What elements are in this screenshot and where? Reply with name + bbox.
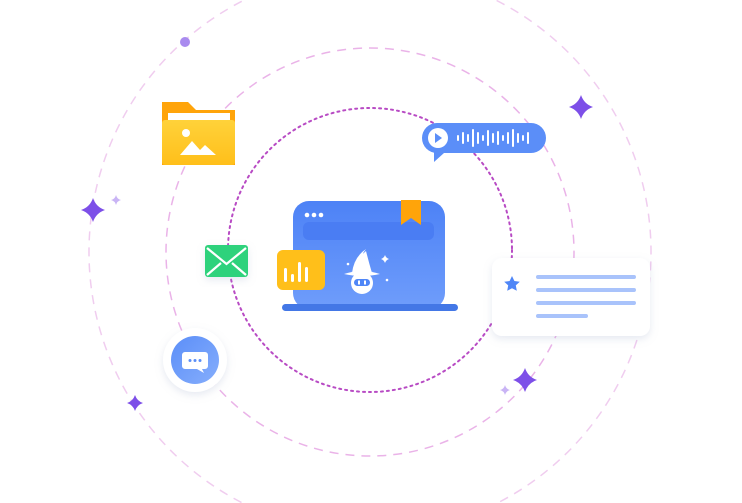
laptop-icon [282, 200, 458, 311]
sparkle-icon [111, 195, 510, 395]
dot-decoration [180, 37, 190, 47]
bar-chart-icon [277, 250, 325, 290]
waveform [457, 129, 529, 147]
voice-message-icon[interactable] [422, 123, 546, 162]
bookmark-icon [401, 200, 421, 225]
chat-bubble-icon[interactable] [163, 328, 227, 392]
document-card-icon [492, 258, 650, 336]
wizard-mascot-icon [344, 249, 389, 294]
play-icon[interactable] [435, 133, 442, 143]
outer-ring [88, 0, 652, 503]
star-icon [504, 276, 520, 291]
folder-image-icon [162, 102, 235, 165]
email-icon [205, 245, 248, 277]
middle-ring [165, 47, 575, 457]
sparkle-icon [81, 95, 593, 411]
